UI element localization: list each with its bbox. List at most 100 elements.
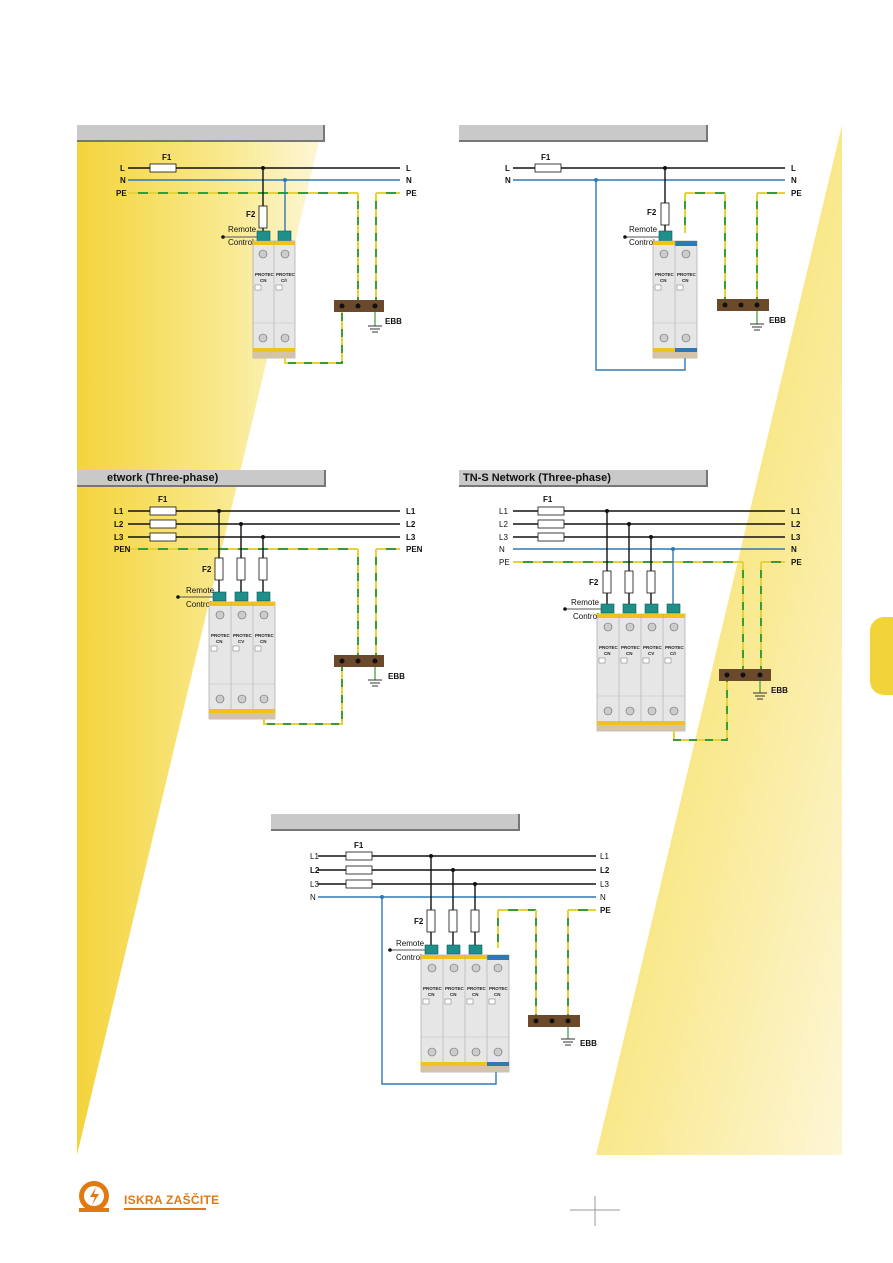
svg-text:Remote: Remote <box>629 225 658 234</box>
right-yellow-wedge <box>596 125 842 1155</box>
svg-text:L3: L3 <box>600 880 609 889</box>
svg-text:PROTEC: PROTEC <box>621 645 641 650</box>
svg-text:PROTEC: PROTEC <box>211 633 231 638</box>
svg-text:PE: PE <box>600 906 611 915</box>
svg-text:CN: CN <box>428 992 435 997</box>
svg-text:F2: F2 <box>589 578 599 587</box>
l-in-label: L <box>120 164 125 173</box>
svg-text:CV: CV <box>648 651 654 656</box>
svg-text:PE: PE <box>499 558 510 567</box>
f2-label: F2 <box>246 210 256 219</box>
svg-text:L1: L1 <box>791 507 801 516</box>
svg-text:L2: L2 <box>600 866 610 875</box>
svg-text:CN: CN <box>260 639 267 644</box>
svg-text:Remote: Remote <box>186 586 215 595</box>
svg-text:L3: L3 <box>310 880 319 889</box>
svg-text:L2: L2 <box>791 520 801 529</box>
left-yellow-wedge <box>77 125 323 1155</box>
svg-text:L1: L1 <box>600 852 609 861</box>
svg-text:PROTEC: PROTEC <box>276 272 296 277</box>
svg-text:PROTEC: PROTEC <box>677 272 697 277</box>
f1-label: F1 <box>162 153 172 162</box>
svg-text:N: N <box>310 893 316 902</box>
panel-header-2 <box>459 125 708 142</box>
svg-text:PEN: PEN <box>406 545 423 554</box>
svg-text:C/I: C/I <box>670 651 676 656</box>
svg-text:N: N <box>600 893 606 902</box>
svg-text:CN: CN <box>216 639 223 644</box>
svg-text:F2: F2 <box>414 917 424 926</box>
svg-text:CV: CV <box>238 639 244 644</box>
svg-text:Control: Control <box>186 600 212 609</box>
svg-text:PROTEC: PROTEC <box>255 272 275 277</box>
diagram-4: F1 L1 L2 L3 L1 L2 L3 N N PE PE F2 Remote… <box>499 495 802 741</box>
svg-text:EBB: EBB <box>388 672 405 681</box>
diagram-5: F1 L1 L2 L3 L1 L2 L3 N N PE F2 Remote Co… <box>310 841 611 1085</box>
panel-header-5 <box>271 814 520 831</box>
panel-header-4: TN-S Network (Three-phase) <box>459 470 708 487</box>
svg-text:CN: CN <box>682 278 689 283</box>
pe-out-label: PE <box>406 189 417 198</box>
svg-text:EBB: EBB <box>771 686 788 695</box>
svg-text:PROTEC: PROTEC <box>665 645 685 650</box>
diagram-1: F1 L L N N PE PE F2 Remote Control PROTE… <box>116 153 417 364</box>
n-out-label: N <box>406 176 412 185</box>
svg-text:EBB: EBB <box>769 316 786 325</box>
svg-text:L: L <box>791 164 796 173</box>
svg-text:PEN: PEN <box>114 545 131 554</box>
pe-in-label: PE <box>116 189 127 198</box>
svg-text:PROTEC: PROTEC <box>467 986 487 991</box>
svg-text:Control: Control <box>629 238 655 247</box>
svg-text:CN: CN <box>604 651 611 656</box>
diagram-3: F1 L1 L2 L3 L1 L2 L3 PEN PEN F2 Remote C… <box>114 495 423 725</box>
svg-text:L1: L1 <box>406 507 416 516</box>
svg-text:PROTEC: PROTEC <box>599 645 619 650</box>
svg-text:L1: L1 <box>310 852 319 861</box>
brand-underline <box>124 1208 206 1210</box>
remote-label: Remote <box>228 225 257 234</box>
svg-text:F1: F1 <box>158 495 168 504</box>
svg-text:PROTEC: PROTEC <box>445 986 465 991</box>
svg-text:F2: F2 <box>202 565 212 574</box>
svg-text:N: N <box>791 545 797 554</box>
ebb-label: EBB <box>385 317 402 326</box>
svg-text:L2: L2 <box>499 520 508 529</box>
svg-text:PE: PE <box>791 189 802 198</box>
svg-text:F2: F2 <box>647 208 657 217</box>
svg-text:L1: L1 <box>114 507 124 516</box>
svg-text:PROTEC: PROTEC <box>489 986 509 991</box>
svg-text:CN: CN <box>626 651 633 656</box>
svg-text:CN: CN <box>660 278 667 283</box>
svg-text:L3: L3 <box>791 533 801 542</box>
svg-text:Control: Control <box>396 953 422 962</box>
svg-text:L1: L1 <box>499 507 508 516</box>
svg-text:L3: L3 <box>114 533 124 542</box>
svg-text:F1: F1 <box>354 841 364 850</box>
diagram-2: F1 L L N N PE F2 Remote Control PROTEC P… <box>505 153 802 371</box>
svg-text:EBB: EBB <box>580 1039 597 1048</box>
panel-header-1 <box>77 125 325 142</box>
svg-text:PROTEC: PROTEC <box>255 633 275 638</box>
panel-header-3: etwork (Three-phase) <box>77 470 326 487</box>
svg-text:PROTEC: PROTEC <box>643 645 663 650</box>
svg-text:C/I: C/I <box>281 278 287 283</box>
svg-text:L2: L2 <box>310 866 320 875</box>
brand-name: ISKRA ZAŠČITE <box>124 1193 220 1207</box>
side-tab[interactable] <box>870 617 893 695</box>
svg-text:CN: CN <box>260 278 267 283</box>
svg-text:L2: L2 <box>114 520 124 529</box>
svg-text:Control: Control <box>573 612 599 621</box>
svg-text:F1: F1 <box>543 495 553 504</box>
svg-text:F1: F1 <box>541 153 551 162</box>
svg-text:CN: CN <box>472 992 479 997</box>
crop-mark <box>570 1196 620 1226</box>
svg-text:CN: CN <box>494 992 501 997</box>
control-label: Control <box>228 238 254 247</box>
svg-text:L: L <box>505 164 510 173</box>
svg-text:N: N <box>505 176 511 185</box>
svg-text:PROTEC: PROTEC <box>423 986 443 991</box>
svg-text:L3: L3 <box>499 533 508 542</box>
svg-text:PROTEC: PROTEC <box>233 633 253 638</box>
svg-text:PE: PE <box>791 558 802 567</box>
svg-text:N: N <box>791 176 797 185</box>
